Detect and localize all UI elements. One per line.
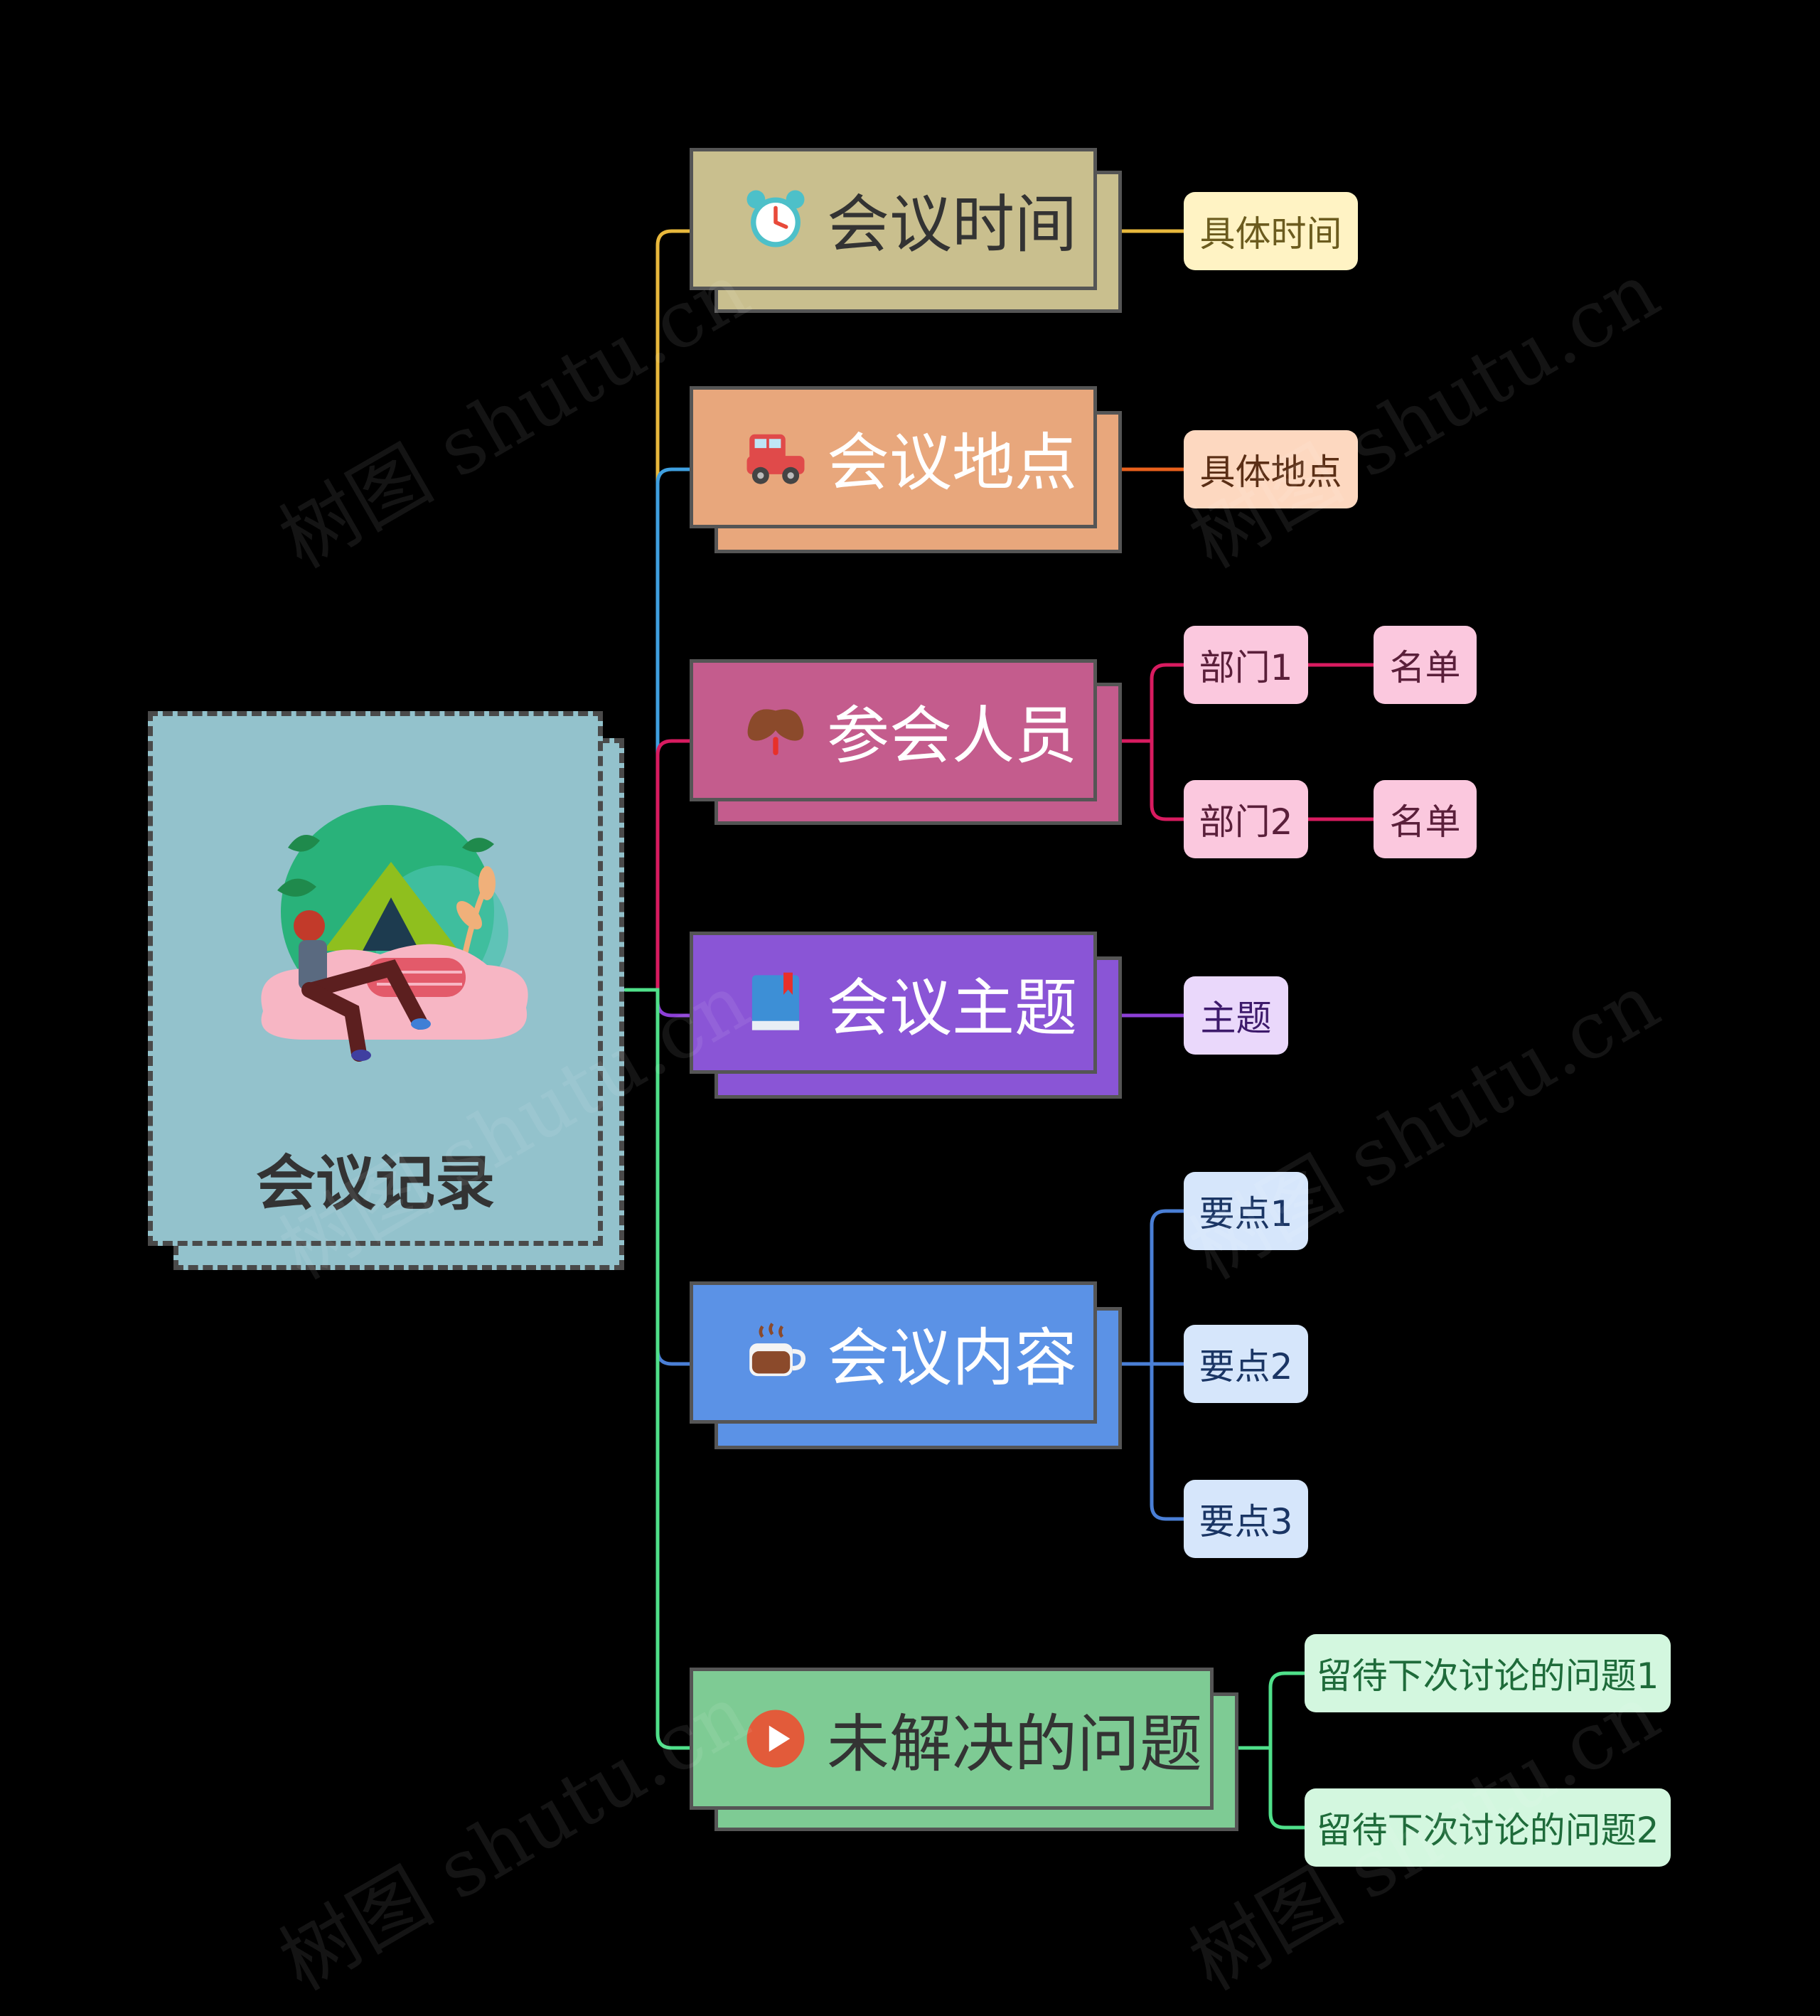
leaf-dept2-list[interactable]: 名单 [1374,780,1477,858]
camping-illustration [261,805,528,1062]
branch-label: 会议地点 [827,425,1078,499]
leaf-point-2[interactable]: 要点2 [1184,1325,1308,1403]
connector-content-3 [1120,1362,1186,1521]
branch-issues[interactable]: 未解决的问题 [690,1668,1214,1810]
car-icon [740,422,811,493]
connector-people-dept1 [1120,663,1186,743]
branch-time[interactable]: 会议时间 [690,148,1097,290]
branch-content[interactable]: 会议内容 [690,1281,1097,1424]
branch-label: 会议主题 [827,971,1078,1045]
leaf-dept1-list[interactable]: 名单 [1374,626,1477,704]
connector-root-time [623,229,693,992]
connector-root-people [623,739,693,992]
play-button-icon [740,1703,811,1774]
connector-content-1 [1120,1209,1186,1366]
leaf-issue-1[interactable]: 留待下次讨论的问题1 [1305,1634,1671,1712]
mustache-icon [740,695,811,766]
connector-people-dept2 [1120,739,1186,821]
connector-issues-1 [1236,1671,1307,1750]
connector-root-place [623,467,693,992]
alarm-clock-icon [740,183,811,255]
leaf-topic[interactable]: 主题 [1184,976,1288,1055]
leaf-dept2[interactable]: 部门2 [1184,780,1308,858]
branch-place[interactable]: 会议地点 [690,386,1097,528]
leaf-point-3[interactable]: 要点3 [1184,1480,1308,1558]
connector-root-issues [623,988,693,1750]
root-node[interactable]: 会议记录 [148,711,603,1246]
branch-label: 未解决的问题 [827,1707,1203,1781]
branch-people[interactable]: 参会人员 [690,659,1097,801]
leaf-place-detail[interactable]: 具体地点 [1184,430,1358,508]
connector-issues-2 [1236,1746,1307,1830]
branch-label: 会议时间 [827,187,1078,261]
leaf-time-detail[interactable]: 具体时间 [1184,192,1358,270]
leaf-issue-2[interactable]: 留待下次讨论的问题2 [1305,1788,1671,1867]
leaf-dept1[interactable]: 部门1 [1184,626,1308,704]
root-label: 会议记录 [255,1148,495,1218]
branch-label: 会议内容 [827,1321,1078,1394]
branch-label: 参会人员 [827,698,1078,772]
branch-topic[interactable]: 会议主题 [690,932,1097,1074]
coffee-cup-icon [740,1317,811,1388]
leaf-point-1[interactable]: 要点1 [1184,1172,1308,1250]
book-icon [740,967,811,1038]
